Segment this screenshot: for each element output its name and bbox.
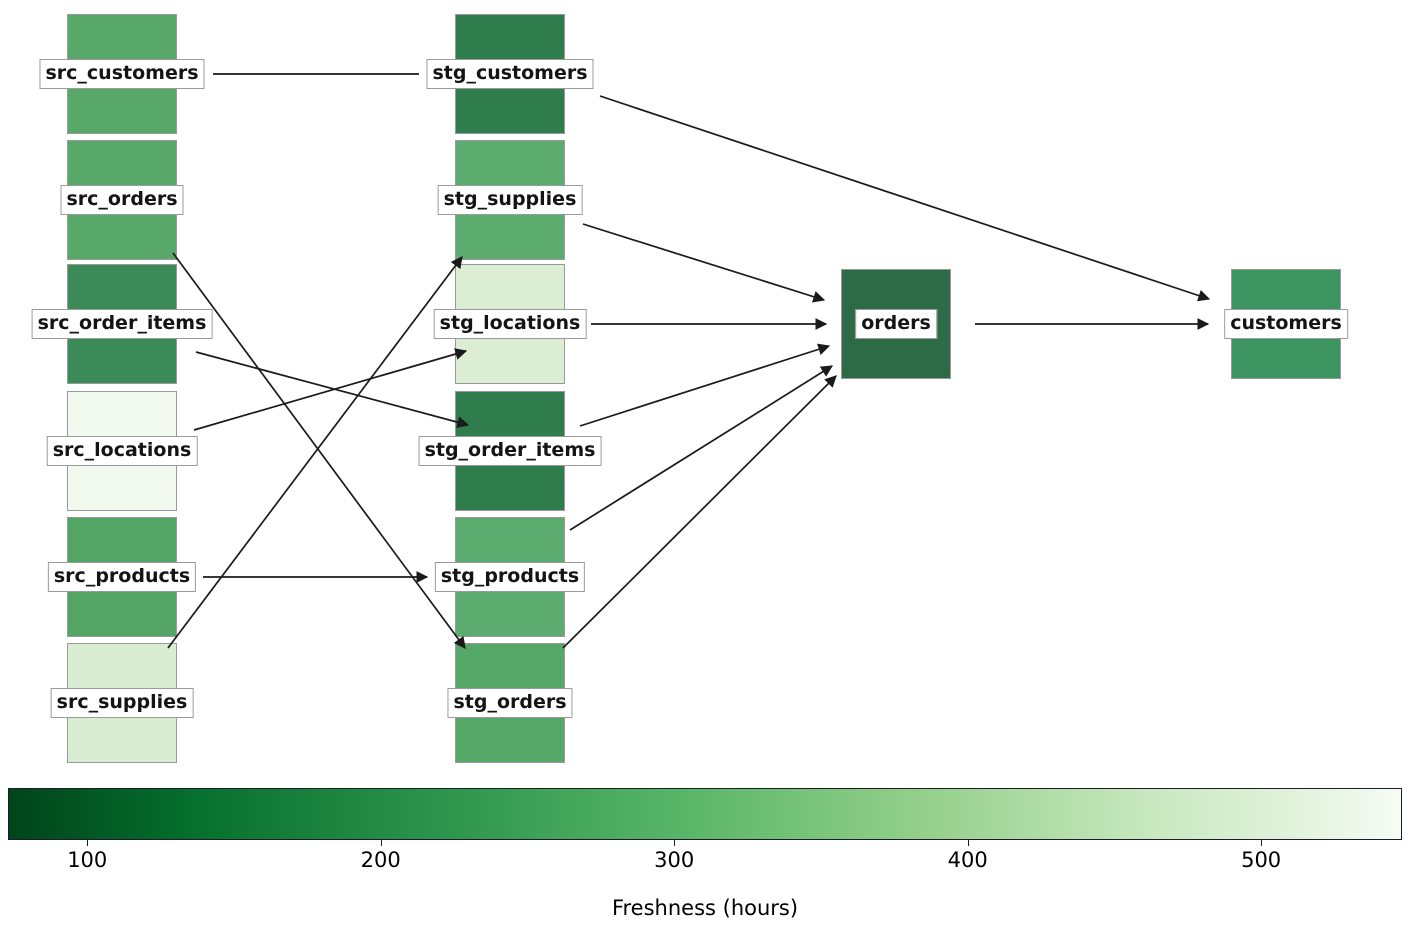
- colorbar-tick: [674, 840, 676, 846]
- node-label-src_orders[interactable]: src_orders: [60, 185, 184, 215]
- edge-src_order_items-stg_order_items: [195, 351, 470, 428]
- colorbar-tick-label: 200: [360, 848, 401, 872]
- colorbar-tick-label: 500: [1241, 848, 1282, 872]
- colorbar-tick: [87, 840, 89, 846]
- colorbar[interactable]: 100 200 300 400 500: [8, 788, 1402, 872]
- node-label-src_locations[interactable]: src_locations: [46, 436, 198, 466]
- colorbar-gradient: [8, 788, 1402, 840]
- node-label-src_customers[interactable]: src_customers: [39, 59, 205, 89]
- node-label-src_products[interactable]: src_products: [47, 562, 197, 592]
- edge-src_locations-stg_locations: [193, 348, 468, 431]
- node-label-stg_products[interactable]: stg_products: [434, 562, 586, 592]
- colorbar-tick-label: 100: [67, 848, 108, 872]
- colorbar-tick: [967, 840, 969, 846]
- node-label-orders[interactable]: orders: [855, 309, 937, 339]
- node-label-stg_supplies[interactable]: stg_supplies: [437, 185, 583, 215]
- node-label-src_supplies[interactable]: src_supplies: [50, 688, 194, 718]
- node-label-stg_customers[interactable]: stg_customers: [426, 59, 594, 89]
- node-label-stg_orders[interactable]: stg_orders: [447, 688, 573, 718]
- colorbar-tick: [1261, 840, 1263, 846]
- node-label-src_order_items[interactable]: src_order_items: [31, 309, 213, 339]
- node-label-stg_order_items[interactable]: stg_order_items: [418, 436, 602, 466]
- colorbar-tick-label: 400: [947, 848, 988, 872]
- colorbar-tick-label: 300: [654, 848, 695, 872]
- colorbar-axis-label: Freshness (hours): [611, 896, 799, 920]
- edge-stg_order_items-orders: [579, 343, 831, 427]
- node-label-customers[interactable]: customers: [1224, 309, 1348, 339]
- edge-stg_products-orders: [569, 365, 834, 531]
- node-label-stg_locations[interactable]: stg_locations: [433, 309, 587, 339]
- edge-stg_supplies-orders: [582, 223, 826, 303]
- edge-stg_orders-orders: [562, 375, 837, 649]
- colorbar-tick: [380, 840, 382, 846]
